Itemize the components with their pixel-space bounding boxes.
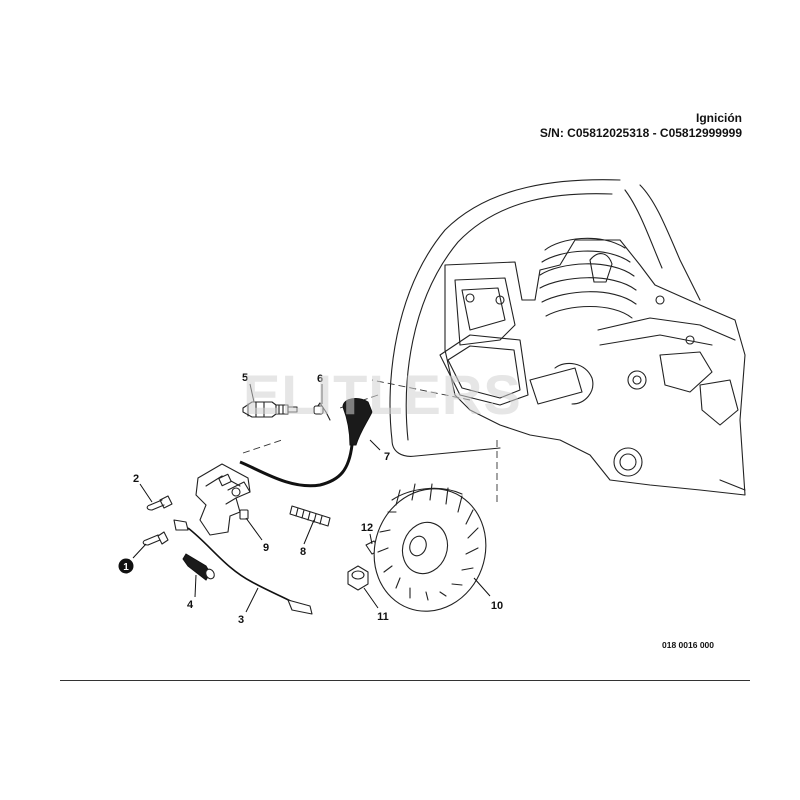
callout-5: 5 bbox=[242, 372, 248, 384]
callout-2: 2 bbox=[133, 473, 139, 485]
callout-4: 4 bbox=[187, 599, 194, 611]
callout-11: 11 bbox=[377, 611, 389, 623]
drawing-number: 018 0016 000 bbox=[662, 640, 714, 650]
callout-10: 10 bbox=[491, 600, 503, 612]
callout-8: 8 bbox=[300, 546, 306, 558]
callout-12: 12 bbox=[361, 522, 373, 534]
callout-7: 7 bbox=[384, 451, 390, 463]
callout-label: 1 bbox=[123, 562, 129, 573]
leader-lines bbox=[132, 383, 491, 613]
flywheel-nut bbox=[347, 565, 369, 591]
short-circuit-wire bbox=[173, 519, 313, 615]
rubber-sleeve bbox=[182, 553, 215, 581]
engine-housing-drawing bbox=[389, 179, 746, 496]
callout-labels: 1 2 3 4 5 6 7 8 9 10 11 12 bbox=[118, 372, 503, 626]
screw-2 bbox=[146, 495, 173, 511]
page-title: Ignición bbox=[696, 111, 742, 125]
spark-plug-boot bbox=[239, 398, 373, 488]
cylinder-fins bbox=[539, 237, 637, 319]
callout-6: 6 bbox=[317, 373, 323, 385]
serial-number-range: S/N: C05812025318 - C05812999999 bbox=[539, 126, 742, 140]
callout-1: 1 bbox=[118, 558, 134, 574]
spark-plug bbox=[242, 401, 298, 418]
threaded-stud bbox=[289, 505, 331, 527]
callout-3: 3 bbox=[238, 614, 244, 626]
watermark: ELITLERS bbox=[243, 363, 522, 426]
flywheel bbox=[373, 483, 487, 612]
spring-clip bbox=[313, 402, 331, 421]
ignition-coil bbox=[195, 463, 251, 536]
screw-1 bbox=[142, 531, 169, 546]
divider bbox=[60, 680, 750, 681]
callout-9: 9 bbox=[263, 542, 269, 554]
